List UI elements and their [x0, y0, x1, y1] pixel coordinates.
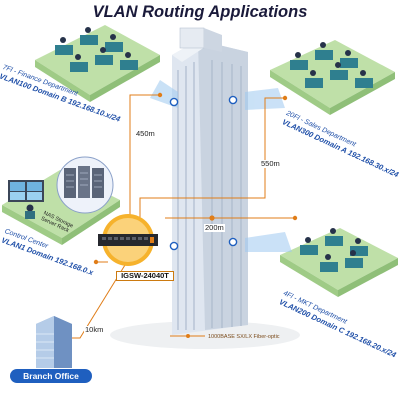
- branch-office-label: Branch Office: [10, 369, 92, 383]
- nas-server-rack: [57, 157, 113, 213]
- finance-distance-label: 450m: [135, 130, 156, 138]
- core-switch: [98, 214, 158, 266]
- sales-distance-label: 550m: [260, 160, 281, 168]
- switch-model-label: IGSW-24040T: [116, 271, 174, 281]
- office-tower: [172, 28, 248, 335]
- branch-distance-label: 10km: [84, 326, 104, 334]
- mkt-distance-label: 200m: [204, 224, 225, 232]
- page-title: VLAN Routing Applications: [0, 3, 400, 22]
- branch-office-building: [36, 316, 72, 368]
- mkt-office-floor: [280, 228, 398, 297]
- legend-fiber-label: 1000BASE SX/LX Fiber-optic: [208, 334, 280, 340]
- sales-office-floor: [270, 40, 395, 115]
